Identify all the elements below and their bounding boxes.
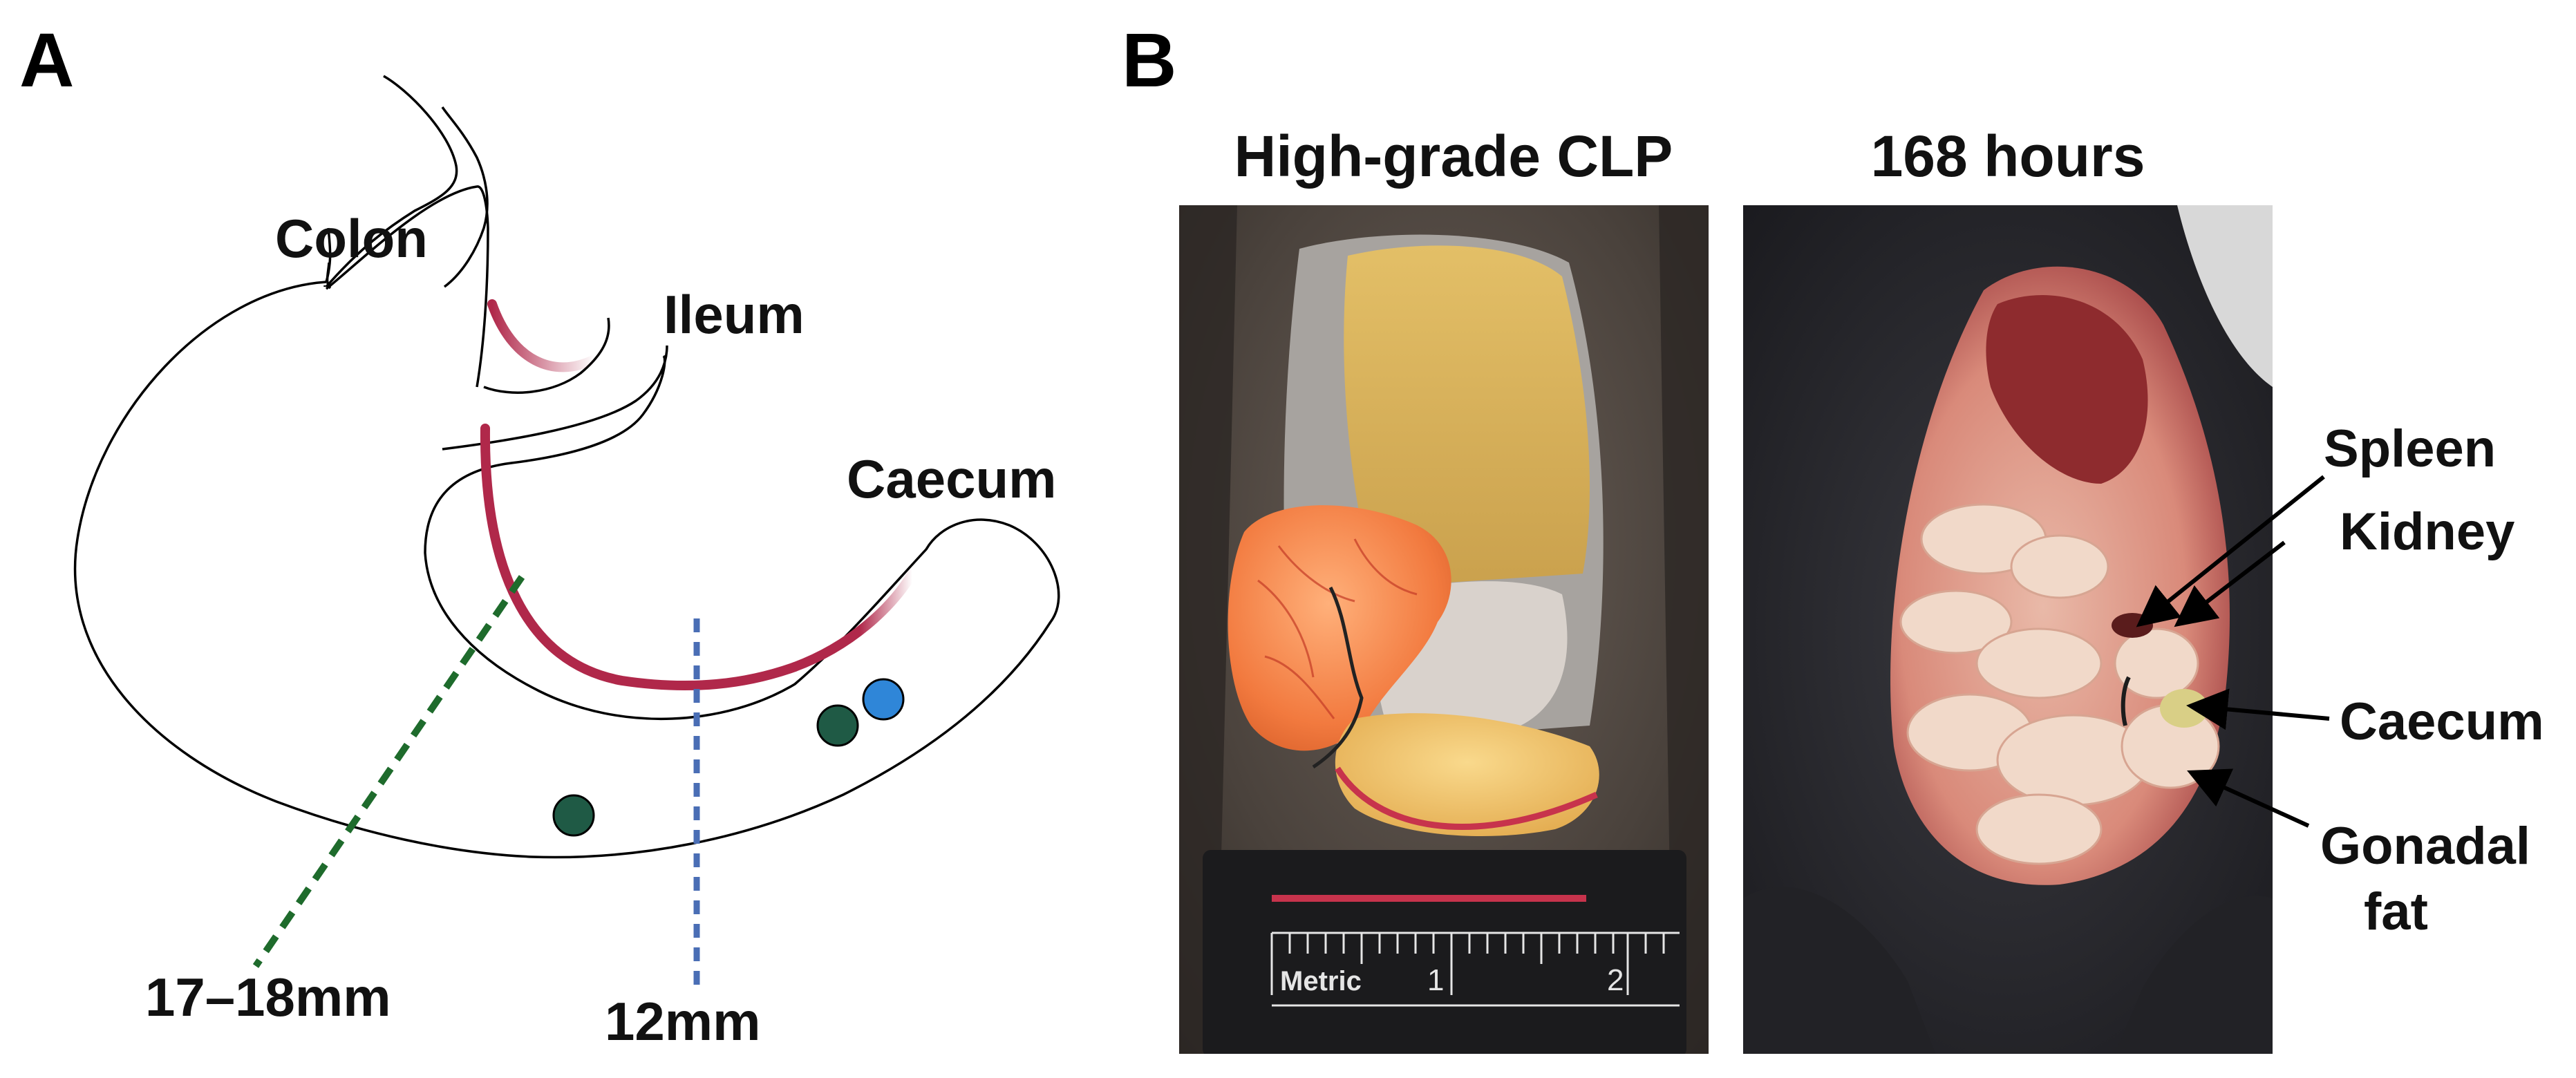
cut-line-far [252,575,525,968]
ruler: Metric 1 2 [1203,850,1686,1054]
label-caecum: Caecum [847,448,1056,509]
panel-b-letter: B [1122,18,1176,103]
ruler-tick-2: 2 [1607,963,1624,997]
callout-gonadal: Gonadal [2320,817,2530,876]
colon-line-a [326,262,332,290]
ligature-thread [1312,586,1364,769]
panel-a: A Colon Ileum Caecum 17–18mm 12mm [19,18,1060,1052]
arrow-caecum [2186,688,2330,730]
arrow-spleen [2136,475,2325,627]
arrow-kidney [2174,540,2286,627]
callout-kidney: Kidney [2340,502,2514,561]
ligation-marker-curve [1335,766,1598,831]
puncture-dot-2 [816,704,859,747]
label-cut-near: 12mm [605,991,760,1052]
photo-left-title: High-grade CLP [1234,124,1673,189]
ileum-edge-lower [442,345,668,451]
photo-high-grade-clp: Metric 1 2 [1179,205,1709,1054]
puncture-dot-1 [552,794,595,837]
ligation-line-main [480,424,800,691]
colon-right-edge [441,106,489,288]
arrow-gonadal-fat [2187,768,2310,828]
ligature-thread-right [2121,676,2131,726]
caecum-outline [73,281,1060,859]
ruler-brand: Metric [1280,966,1362,996]
panel-b: B High-grade CLP 168 hours [1122,18,2544,1054]
puncture-dot-3 [862,678,905,721]
colon-left-edge [325,75,458,288]
label-ileum: Ileum [664,284,805,345]
callout-caecum: Caecum [2340,692,2544,751]
callout-fat: fat [2364,882,2428,941]
photo-right-title: 168 hours [1871,124,2145,189]
caecum-tip [1335,713,1599,836]
ileum-edge-upper [483,317,610,394]
photo-168-hours [1743,205,2273,1054]
betadine-area [1344,245,1590,587]
panel-a-letter: A [19,18,74,103]
caecum-orange [1228,505,1451,751]
ligation-line-ileum [487,299,599,372]
label-colon: Colon [275,208,428,269]
ruler-tick-1: 1 [1427,963,1444,997]
label-cut-far: 17–18mm [145,967,391,1028]
ligation-line-tip [790,569,917,672]
callout-spleen: Spleen [2324,419,2496,478]
